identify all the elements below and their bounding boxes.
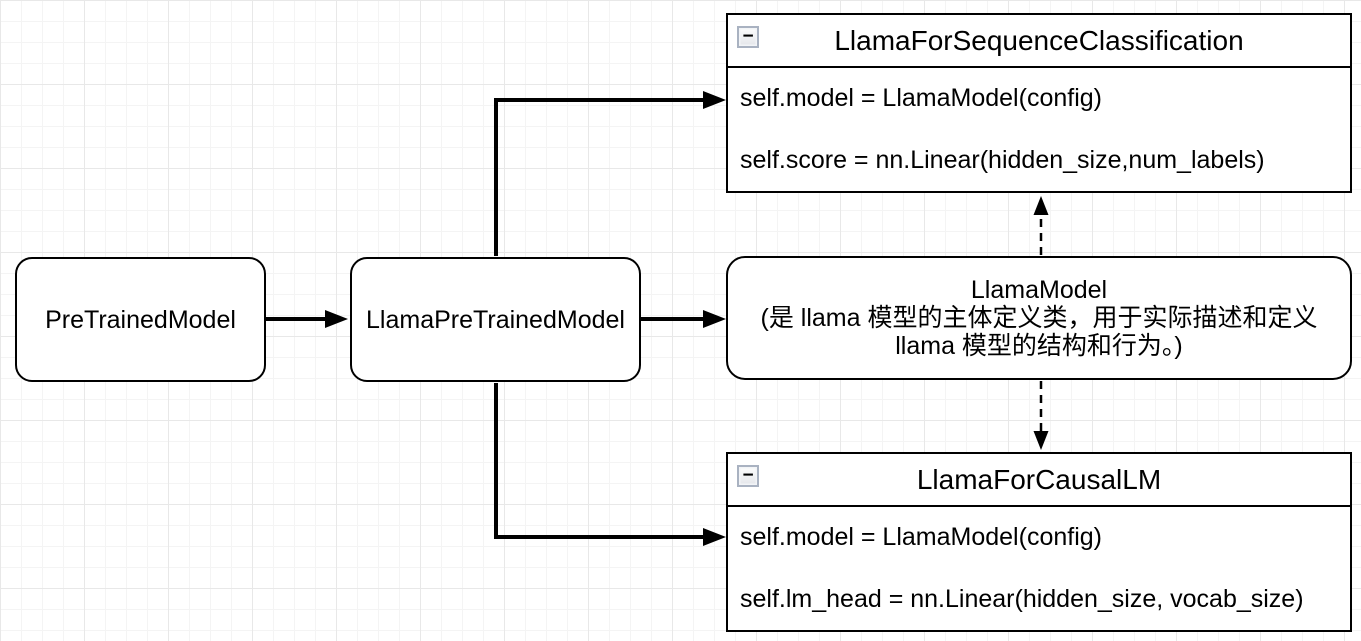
- node-llamaforcausallm[interactable]: − LlamaForCausalLM self.model = LlamaMod…: [726, 452, 1352, 632]
- class-title: LlamaForSequenceClassification: [834, 24, 1244, 56]
- node-llamapretrainedmodel-label: LlamaPreTrainedModel: [366, 305, 625, 334]
- class-header: − LlamaForCausalLM: [728, 454, 1350, 507]
- node-pretrainedmodel-label: PreTrainedModel: [45, 305, 236, 334]
- node-llamamodel[interactable]: LlamaModel (是 llama 模型的主体定义类，用于实际描述和定义 l…: [726, 256, 1352, 380]
- edge-llamamodel-to-llamaforsequenceclassification-dashed[interactable]: [1033, 196, 1049, 255]
- class-member: self.model = LlamaModel(config): [740, 84, 1102, 113]
- node-llamamodel-description-line2: llama 模型的结构和行为。): [895, 332, 1183, 360]
- class-header: − LlamaForSequenceClassification: [728, 15, 1350, 68]
- minus-icon: −: [742, 25, 754, 47]
- edge-llamamodel-to-llamaforcausallm-dashed[interactable]: [1033, 381, 1049, 450]
- edge-llamapretrainedmodel-to-llamaforsequenceclassification[interactable]: [494, 91, 726, 256]
- class-member: self.model = LlamaModel(config): [740, 523, 1102, 552]
- edge-llamapretrainedmodel-to-llamaforcausallm[interactable]: [494, 383, 726, 546]
- minus-icon: −: [742, 464, 754, 486]
- node-llamamodel-description-line1: (是 llama 模型的主体定义类，用于实际描述和定义: [760, 304, 1318, 332]
- class-title: LlamaForCausalLM: [916, 463, 1162, 495]
- node-llamamodel-title: LlamaModel: [970, 276, 1108, 304]
- class-body: self.model = LlamaModel(config) self.sco…: [728, 68, 1350, 191]
- class-member: self.score = nn.Linear(hidden_size,num_l…: [740, 145, 1265, 174]
- collapse-button[interactable]: −: [737, 465, 759, 487]
- node-llamapretrainedmodel[interactable]: LlamaPreTrainedModel: [350, 257, 641, 382]
- class-body: self.model = LlamaModel(config) self.lm_…: [728, 507, 1350, 630]
- edge-pretrainedmodel-to-llamapretrainedmodel[interactable]: [266, 310, 348, 328]
- class-member: self.lm_head = nn.Linear(hidden_size, vo…: [740, 584, 1304, 613]
- edge-llamapretrainedmodel-to-llamamodel[interactable]: [641, 310, 726, 328]
- collapse-button[interactable]: −: [737, 26, 759, 48]
- node-llamaforsequenceclassification[interactable]: − LlamaForSequenceClassification self.mo…: [726, 13, 1352, 193]
- node-pretrainedmodel[interactable]: PreTrainedModel: [15, 257, 266, 382]
